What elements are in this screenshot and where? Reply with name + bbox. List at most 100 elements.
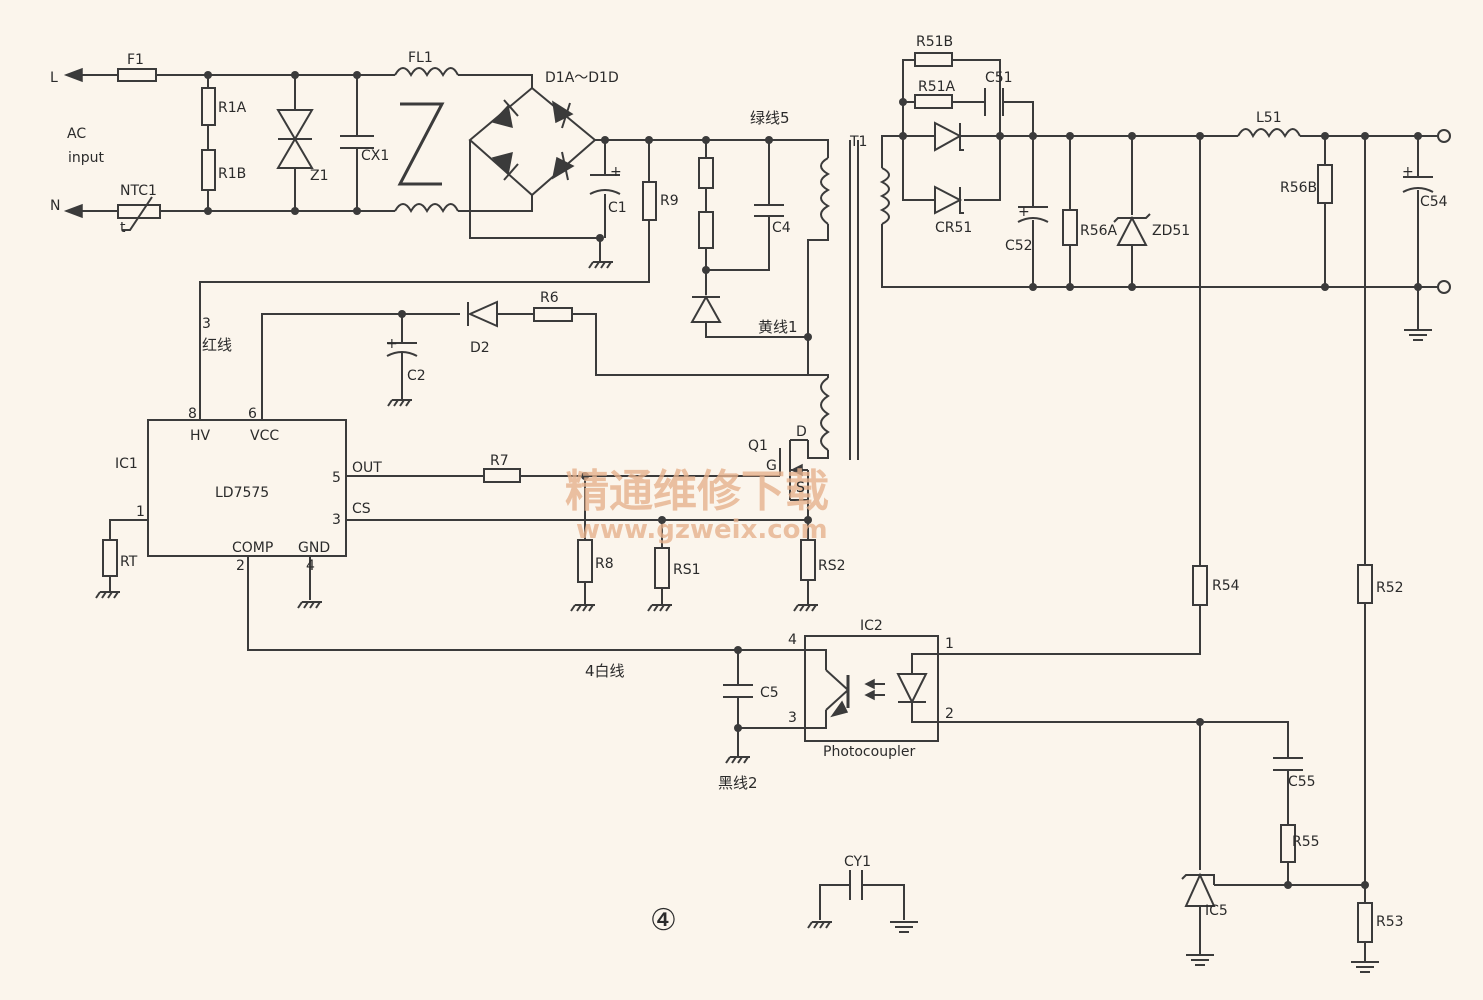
label-pin8: 8 [188,406,197,422]
label-C54: C54 [1420,194,1448,210]
label-red3-num: 3 [202,316,211,332]
mosfet-Q1 [779,439,809,501]
label-T1: T1 [849,134,867,150]
diode-CR51 [934,121,964,215]
output-terminal-negative [1437,280,1451,294]
label-R56B: R56B [1280,180,1317,196]
resistor-RS2 [800,539,816,581]
label-C4: C4 [772,220,791,236]
label-F1: F1 [127,52,144,68]
label-R1A: R1A [218,100,247,116]
label-CR51: CR51 [935,220,972,236]
label-D: D [796,424,807,440]
capacitor-C4 [754,204,784,217]
capacitor-C55 [1273,757,1303,771]
label-L: L [50,70,58,86]
label-R51B: R51B [916,34,953,50]
label-C1: C1 [608,200,627,216]
label-chip: LD7575 [215,485,269,501]
label-black2: 黑线2 [718,774,758,792]
transformer-T1 [820,140,890,460]
label-FL1: FL1 [408,50,433,66]
resistor-R1A [201,87,216,126]
resistor-RS1 [654,547,670,589]
label-R53: R53 [1376,914,1404,930]
label-RS2: RS2 [818,558,846,574]
label-C51: C51 [985,70,1013,86]
label-N: N [50,198,60,214]
label-Q1: Q1 [748,438,768,454]
label-D2: D2 [470,340,490,356]
capacitor-CX1 [340,135,374,149]
resistor-R51A [914,94,953,109]
resistor-R9 [642,181,657,221]
capacitor-C54 [1402,176,1434,193]
capacitor-C51 [984,88,1004,116]
label-pin3: 3 [332,512,341,528]
label-ic1: IC1 [115,456,138,472]
resistor-R51B [914,52,953,67]
label-C55: C55 [1288,774,1316,790]
label-input: input [68,150,105,166]
resistor-R55 [1280,824,1296,863]
capacitor-CY1 [849,870,863,900]
resistor-R56A [1062,209,1078,246]
label-white4: 4白线 [585,662,625,680]
choke-FL1 [394,67,459,214]
output-terminal-positive [1437,129,1451,143]
resistor-R54 [1192,565,1208,606]
resistor-R8 [577,539,593,583]
thermistor-NTC1 [117,196,161,231]
resistor-R52 [1357,564,1373,604]
resistor-R6 [533,307,573,322]
label-HV: HV [190,428,211,444]
label-pin4: 4 [306,558,315,574]
resistor-R53 [1357,902,1373,943]
wires [68,59,1438,962]
snubber-diode [690,294,722,323]
label-IC5: IC5 [1205,903,1228,919]
label-R7: R7 [490,453,509,469]
resistor-R1B [201,149,216,191]
label-ac: AC [67,126,86,142]
label-pin6: 6 [248,406,257,422]
label-VCC: VCC [250,428,279,444]
label-R9: R9 [660,193,679,209]
ground-symbols [95,261,1433,973]
snubber-resistor-bottom [698,211,714,249]
label-t: t [120,220,126,236]
label-R52: R52 [1376,580,1404,596]
capacitor-C52 [1017,206,1049,223]
label-S: S [796,480,805,496]
label-ic2-p3: 3 [788,710,797,726]
label-R56A: R56A [1080,223,1118,239]
label-CY1: CY1 [844,854,871,870]
capacitor-C5 [723,684,753,698]
terminal-L [63,67,83,83]
watermark-url: www.gzweix.com [576,515,828,545]
label-red3: 红线 [202,336,232,354]
terminal-N [63,203,83,219]
label-CS: CS [352,501,371,517]
label-R51A: R51A [918,79,956,95]
label-CX1: CX1 [361,148,389,164]
labels: L N AC input F1 NTC1 t R1A R1B Z1 CX1 FL… [50,34,1448,938]
capacitor-C2 [386,342,418,357]
label-ZD51: ZD51 [1152,223,1190,239]
label-R54: R54 [1212,578,1240,594]
label-C1-plus: + [610,164,622,180]
optocoupler-IC2 [792,635,939,742]
shunt-regulator-IC5 [1181,872,1216,907]
resistor-RT [102,539,118,577]
snubber-resistor-top [698,157,714,189]
label-ic2-p4: 4 [788,632,797,648]
diode-D2 [467,300,498,328]
label-C54-plus: + [1402,164,1414,180]
label-GND: GND [298,540,330,556]
label-yellow1: 黄线1 [758,318,798,336]
label-C5: C5 [760,685,779,701]
label-R6: R6 [540,290,559,306]
label-figure-number: ④ [650,903,677,938]
label-C52-plus: + [1018,204,1030,220]
